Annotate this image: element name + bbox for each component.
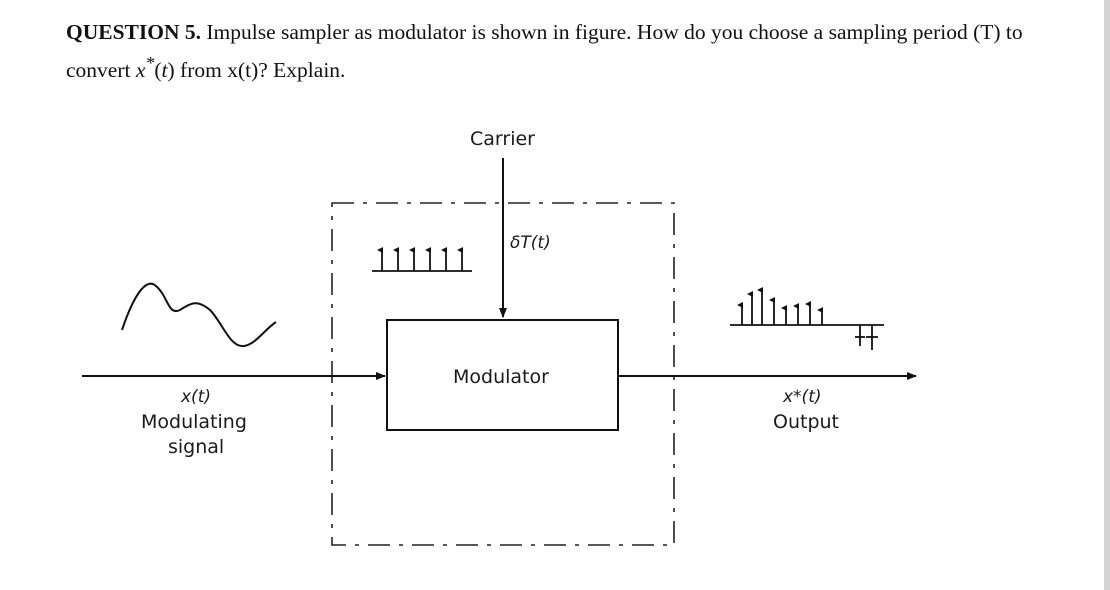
math-expression: x*(t)	[135, 53, 175, 83]
math-var: x	[135, 58, 146, 83]
math-paren-open: (	[154, 58, 162, 83]
impulse-train-label: δT(t)	[510, 233, 551, 253]
modulating-waveform	[121, 282, 277, 348]
input-desc-line1: Modulating	[141, 411, 247, 433]
question-body-1: Impulse sampler as modulator is shown in…	[66, 20, 1023, 83]
input-signal-label: x(t)	[180, 387, 211, 407]
math-superscript: *	[145, 53, 155, 73]
question-body-2: from x(t)? Explain.	[174, 58, 346, 83]
question-text: QUESTION 5. Impulse sampler as modulator…	[66, 17, 1086, 86]
dashed-enclosure	[331, 202, 675, 546]
impulse-train-icon	[372, 247, 472, 272]
window-edge	[1104, 0, 1110, 590]
output-desc: Output	[773, 411, 839, 433]
question-label: QUESTION 5.	[66, 20, 202, 44]
math-arg: t	[161, 58, 168, 83]
sampled-output-icon	[730, 287, 884, 350]
math-paren-close: )	[167, 58, 175, 83]
input-desc-line2: signal	[168, 436, 224, 458]
modulator-label: Modulator	[453, 366, 549, 388]
carrier-label: Carrier	[470, 128, 535, 150]
output-signal-label: x*(t)	[782, 387, 822, 407]
